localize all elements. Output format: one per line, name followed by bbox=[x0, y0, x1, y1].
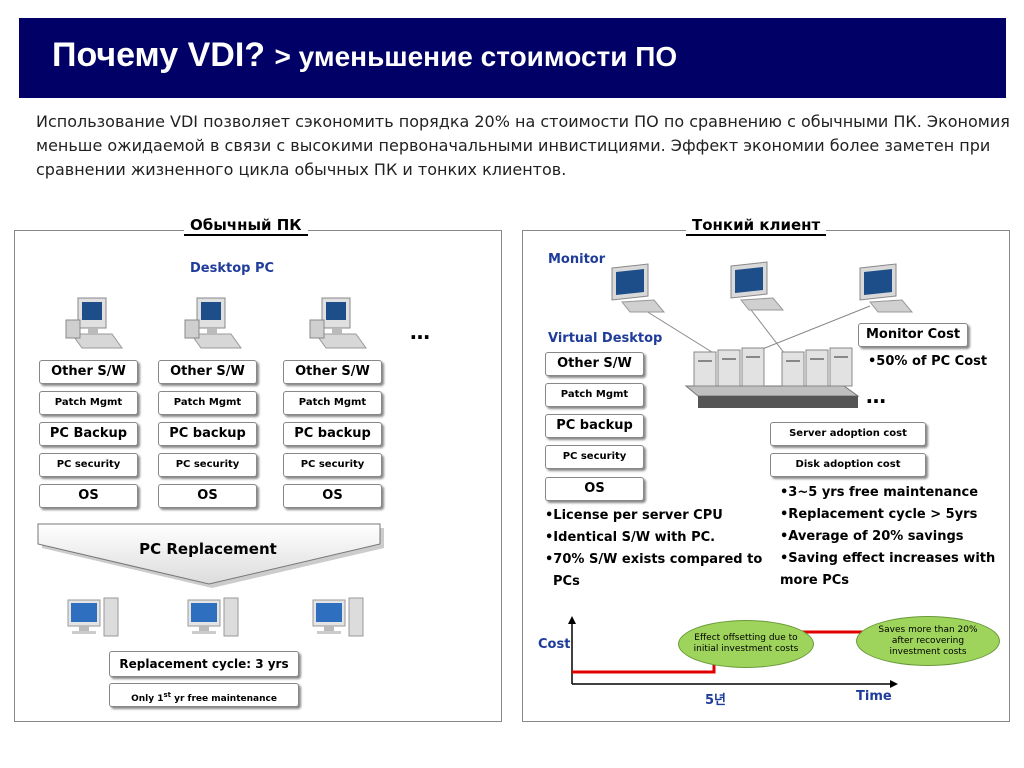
license-bullets: •License per server CPU •Identical S/W w… bbox=[545, 505, 762, 593]
title-subtitle: > уменьшение стоимости ПО bbox=[274, 41, 678, 72]
time-axis-label: Time bbox=[856, 689, 892, 704]
benefit-bullets: •3~5 yrs free maintenance •Replacement c… bbox=[780, 482, 995, 592]
new-pc-icon bbox=[187, 597, 239, 637]
panel-title-regular-pc: Обычный ПК bbox=[184, 216, 308, 236]
pc-security-box: PC security bbox=[158, 453, 257, 477]
bullet-item: •Replacement cycle > 5yrs bbox=[780, 507, 978, 522]
desktop-pc-label: Desktop PC bbox=[190, 261, 275, 276]
disk-adoption-cost-box: Disk adoption cost bbox=[770, 453, 926, 477]
other-sw-box: Other S/W bbox=[158, 360, 257, 384]
bullet-item: •Saving effect increases with bbox=[780, 551, 996, 566]
maintenance-text-sup: st bbox=[163, 691, 171, 699]
pc-backup-box: PC backup bbox=[158, 422, 257, 446]
pc-backup-box: PC backup bbox=[545, 414, 644, 438]
monitor-icon bbox=[730, 261, 785, 311]
monitor-cost-box: Monitor Cost bbox=[858, 323, 968, 347]
desktop-pc-icon bbox=[184, 297, 242, 349]
title-main: Почему VDI? bbox=[52, 36, 266, 74]
server-rack-icon bbox=[684, 347, 860, 408]
pc-security-box: PC security bbox=[39, 453, 138, 477]
pc-backup-box: PC backup bbox=[283, 422, 382, 446]
connection-lines bbox=[637, 305, 871, 355]
savings-bubble: Saves more than 20% after recovering inv… bbox=[856, 616, 1000, 666]
patch-mgmt-box: Patch Mgmt bbox=[39, 391, 138, 415]
os-box: OS bbox=[283, 484, 382, 508]
os-box: OS bbox=[545, 477, 644, 501]
other-sw-box: Other S/W bbox=[545, 352, 644, 376]
patch-mgmt-box: Patch Mgmt bbox=[283, 391, 382, 415]
monitor-label: Monitor bbox=[548, 252, 606, 267]
monitor-icon bbox=[611, 263, 666, 313]
new-pc-icon bbox=[67, 597, 119, 637]
os-box: OS bbox=[158, 484, 257, 508]
server-adoption-cost-box: Server adoption cost bbox=[770, 422, 926, 446]
replacement-cycle-box: Replacement cycle: 3 yrs bbox=[109, 651, 299, 677]
more-monitors-ellipsis: … bbox=[866, 384, 887, 408]
bullet-item: more PCs bbox=[780, 573, 850, 588]
offset-effect-bubble: Effect offsetting due to initial investm… bbox=[678, 620, 814, 668]
other-sw-box: Other S/W bbox=[283, 360, 382, 384]
panel-title-thin-client: Тонкий клиент bbox=[686, 216, 827, 236]
monitor-cost-note: •50% of PC Cost bbox=[868, 354, 988, 369]
pc-security-box: PC security bbox=[283, 453, 382, 477]
free-maintenance-box: Only 1st yr free maintenance bbox=[109, 683, 299, 707]
desktop-pc-icon bbox=[309, 297, 367, 349]
os-box: OS bbox=[39, 484, 138, 508]
monitor-icon bbox=[859, 263, 914, 313]
intro-text: Использование VDI позволяет сэкономить п… bbox=[36, 112, 1010, 179]
bullet-item: •Average of 20% savings bbox=[780, 529, 964, 544]
replacement-arrow bbox=[37, 523, 384, 588]
pc-security-box: PC security bbox=[545, 445, 644, 469]
bullet-item: •Identical S/W with PC. bbox=[545, 530, 716, 545]
bullet-item: •3~5 yrs free maintenance bbox=[780, 485, 979, 500]
page-title: Почему VDI? > уменьшение стоимости ПО bbox=[52, 36, 677, 75]
virtual-desktop-label: Virtual Desktop bbox=[548, 331, 663, 346]
pc-backup-box: PC Backup bbox=[39, 422, 138, 446]
bullet-item: PCs bbox=[553, 574, 580, 589]
maintenance-text-post: yr free maintenance bbox=[170, 694, 277, 704]
pc-replacement-label: PC Replacement bbox=[139, 540, 277, 558]
bullet-item: •License per server CPU bbox=[545, 508, 723, 523]
other-sw-box: Other S/W bbox=[39, 360, 138, 384]
patch-mgmt-box: Patch Mgmt bbox=[545, 383, 644, 407]
maintenance-text-pre: Only 1 bbox=[131, 694, 164, 704]
year-tick-label: 5년 bbox=[705, 693, 727, 708]
title-bar bbox=[19, 18, 1006, 98]
bullet-item: •70% S/W exists compared to bbox=[545, 552, 763, 567]
new-pc-icon bbox=[312, 597, 364, 637]
more-pcs-ellipsis: … bbox=[410, 320, 431, 344]
cost-axis-label: Cost bbox=[538, 637, 571, 652]
desktop-pc-icon bbox=[65, 297, 123, 349]
patch-mgmt-box: Patch Mgmt bbox=[158, 391, 257, 415]
